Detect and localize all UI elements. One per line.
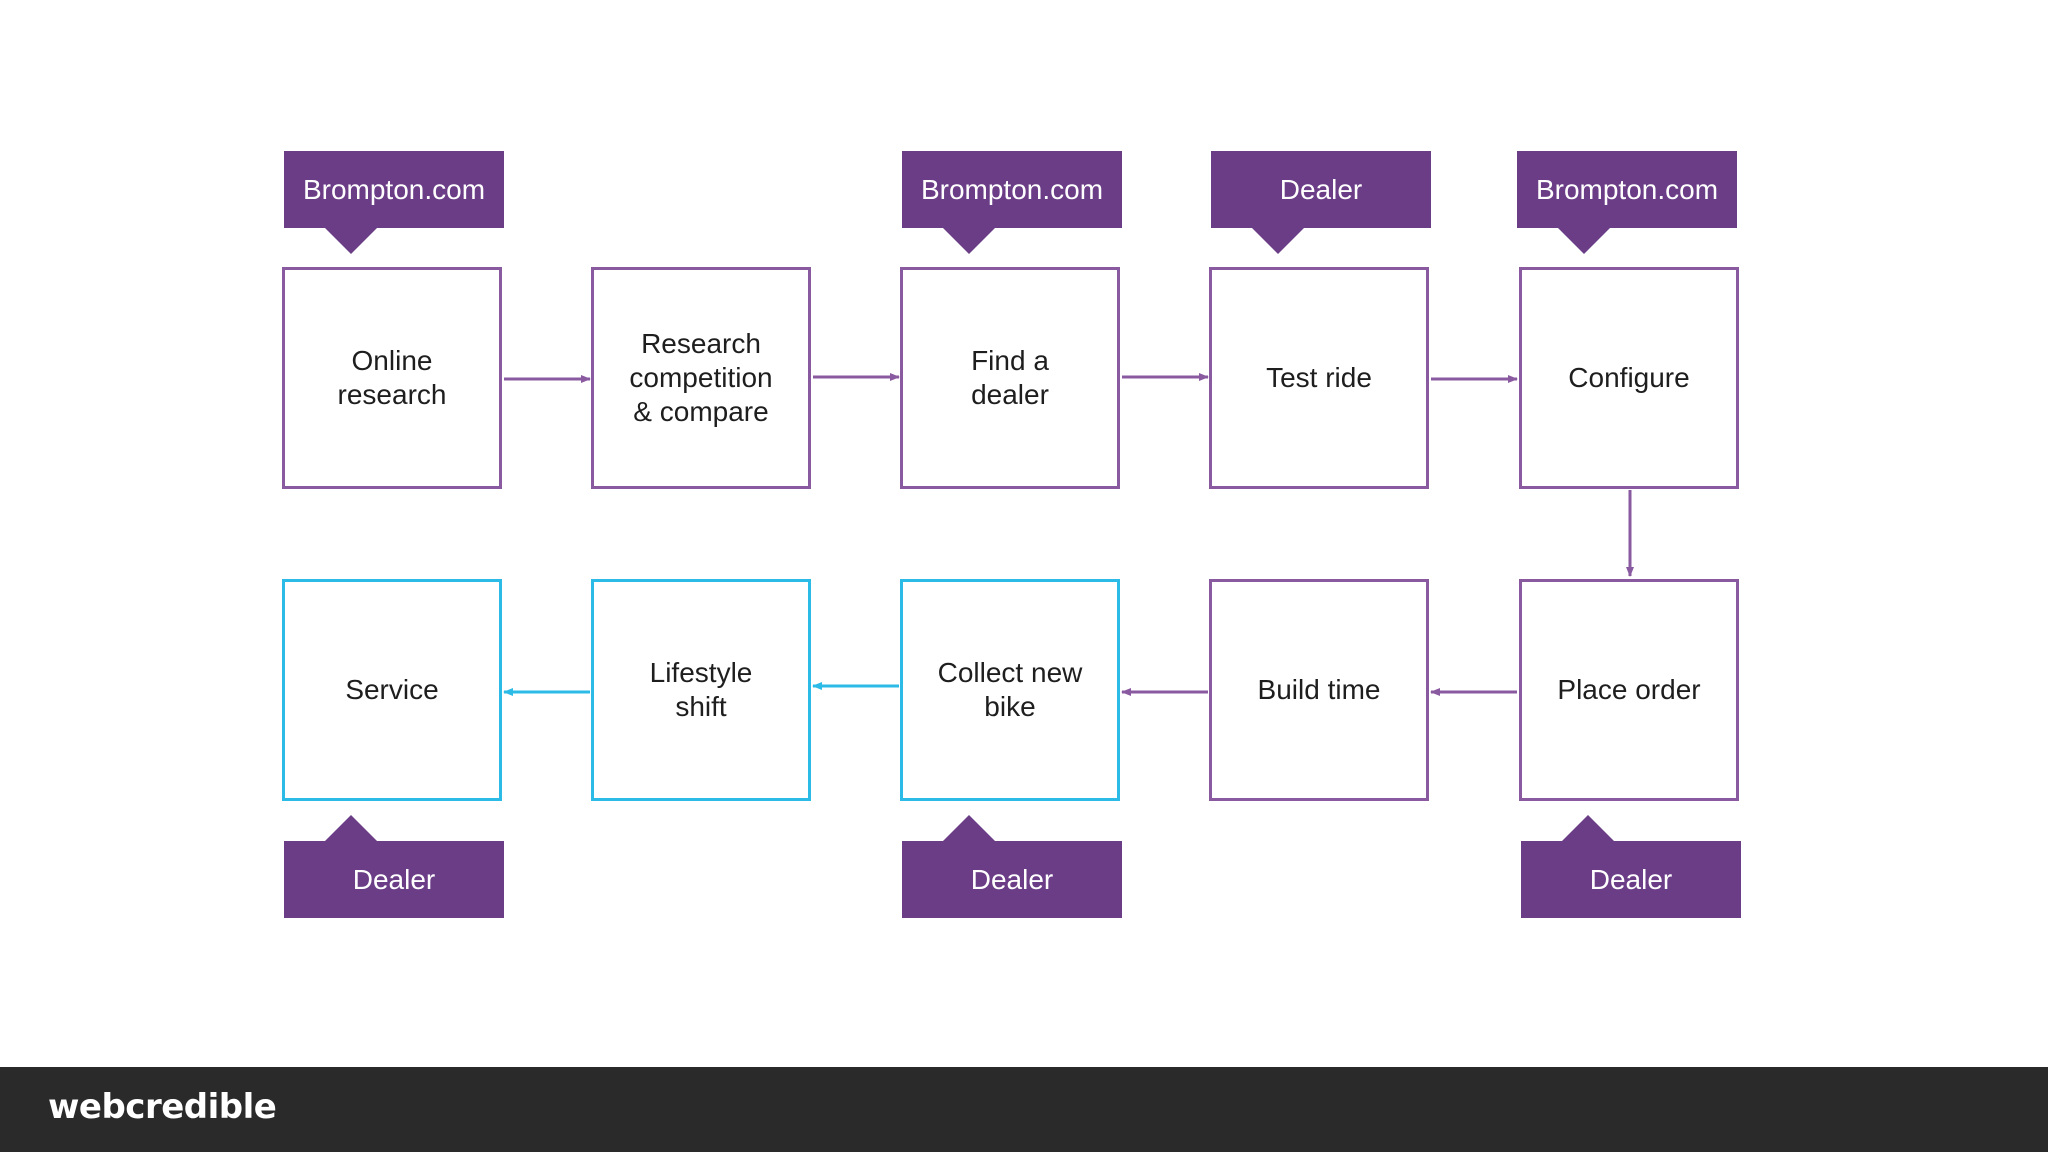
channel-tag-online-research: Brompton.com [284,151,504,254]
channel-tag-label: Brompton.com [920,173,1104,205]
channel-tag-service: Dealer [284,815,504,918]
footer-bar: webcredible [0,1067,2048,1152]
channel-tag-place-order: Dealer [1521,815,1741,918]
connector-layer [503,373,1634,696]
channel-tag-label: Dealer [970,863,1054,895]
channel-tag-configure: Brompton.com [1517,151,1737,254]
channel-tag-collect-bike: Dealer [902,815,1122,918]
channel-tag-label: Brompton.com [1535,173,1719,205]
step-online-research: Online research [282,267,502,489]
journey-diagram: Brompton.com Brompton.com Dealer Brompto… [282,151,1741,918]
step-find-dealer: Find a dealer [900,267,1120,489]
step-collect-bike: Collect new bike [900,579,1120,801]
brand-logo: webcredible [48,1087,277,1127]
step-lifestyle-shift: Lifestyle shift [591,579,811,801]
step-service: Service [282,579,502,801]
step-configure: Configure [1519,267,1739,489]
channel-tag-label: Dealer [352,863,436,895]
channel-tag-test-ride: Dealer [1211,151,1431,254]
channel-tag-label: Dealer [1589,863,1673,895]
channel-tag-find-dealer: Brompton.com [902,151,1122,254]
step-place-order: Place order [1519,579,1739,801]
step-build-time: Build time [1209,579,1429,801]
channel-tag-label: Dealer [1279,173,1363,205]
channel-tag-label: Brompton.com [302,173,486,205]
step-research-compare: Research competition & compare [591,267,811,489]
step-test-ride: Test ride [1209,267,1429,489]
